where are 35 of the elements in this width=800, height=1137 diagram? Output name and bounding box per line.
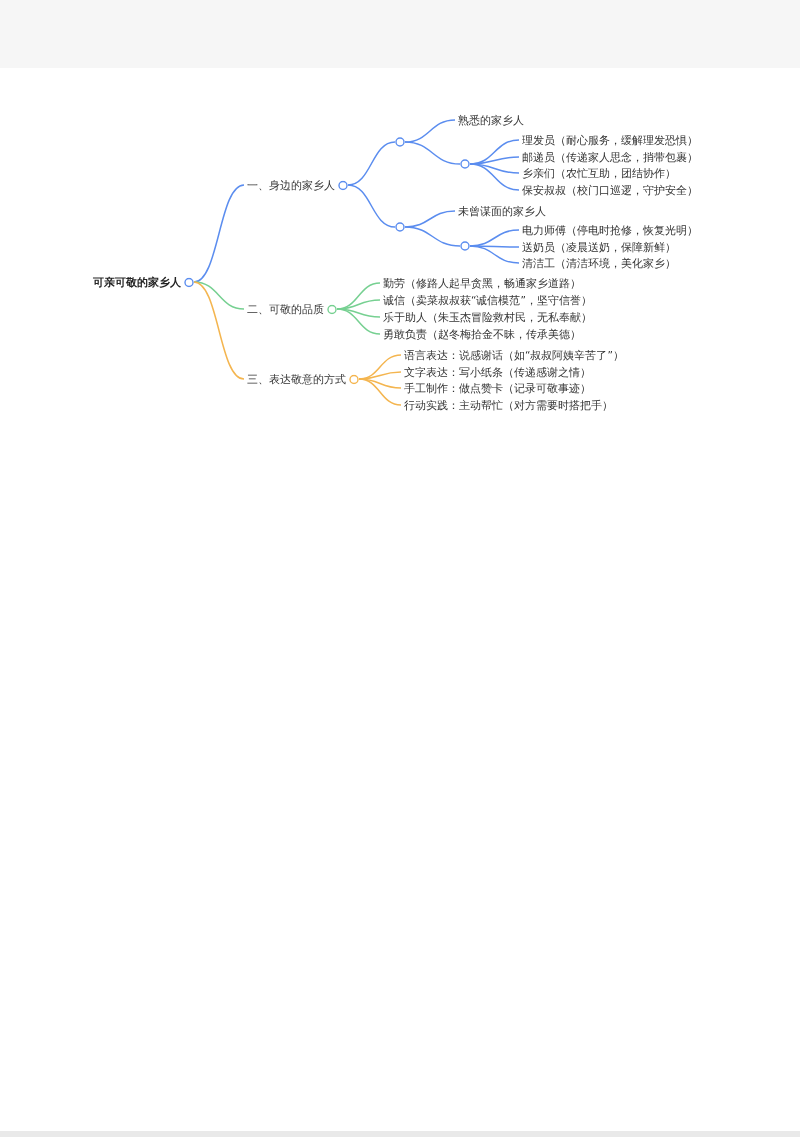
branch-line: [469, 163, 520, 191]
topic-label: 保安叔叔（校门口巡逻，守护安全）: [519, 183, 698, 197]
topic-label: 手工制作：做点赞卡（记录可敬事迹）: [401, 381, 591, 395]
ring-icon: [460, 241, 470, 251]
topic-label: 勇敢负责（赵冬梅拾金不昧，传承美德）: [380, 327, 581, 341]
topic-label: 理发员（耐心服务，缓解理发恐惧）: [519, 133, 698, 147]
topic-label: 诚信（卖菜叔叔获“诚信模范”，坚守信誉）: [380, 293, 592, 307]
central-topic: 可亲可敬的家乡人: [93, 275, 181, 289]
topic-label: 乡亲们（农忙互助，团结协作）: [519, 166, 676, 180]
ring-icon: [395, 137, 405, 147]
topic-label: 电力师傅（停电时抢修，恢复光明）: [519, 223, 698, 237]
branch-line: [404, 141, 461, 165]
topic-label: 邮递员（传递家人思念，捎带包裹）: [519, 150, 698, 164]
branch-line: [336, 308, 381, 335]
branch-line: [469, 245, 520, 264]
branch-line: [358, 378, 402, 406]
branch-topic: 二、可敬的品质: [246, 302, 324, 316]
branch-line: [347, 184, 396, 228]
topic-label: 熟悉的家乡人: [455, 113, 524, 127]
branch-line: [193, 281, 245, 310]
topic-label: 清洁工（清洁环境，美化家乡）: [519, 256, 676, 270]
topic-label: 未曾谋面的家乡人: [455, 204, 546, 218]
ring-icon: [460, 159, 470, 169]
branch-line: [193, 281, 245, 380]
topic-label: 语言表达：说感谢话（如“叔叔阿姨辛苦了”）: [401, 348, 624, 362]
branch-topic: 三、表达敬意的方式: [246, 372, 346, 386]
topic-label: 勤劳（修路人起早贪黑，畅通家乡道路）: [380, 276, 581, 290]
topic-label: 乐于助人（朱玉杰冒险救村民，无私奉献）: [380, 310, 592, 324]
topic-label: 行动实践：主动帮忙（对方需要时搭把手）: [401, 398, 613, 412]
branch-line: [347, 141, 396, 186]
topic-label: 送奶员（凌晨送奶，保障新鲜）: [519, 240, 676, 254]
branch-topic: 一、身边的家乡人: [246, 178, 335, 192]
topic-label: 文字表达：写小纸条（传递感谢之情）: [401, 365, 591, 379]
ring-icon: [395, 222, 405, 232]
branch-line: [404, 226, 461, 247]
